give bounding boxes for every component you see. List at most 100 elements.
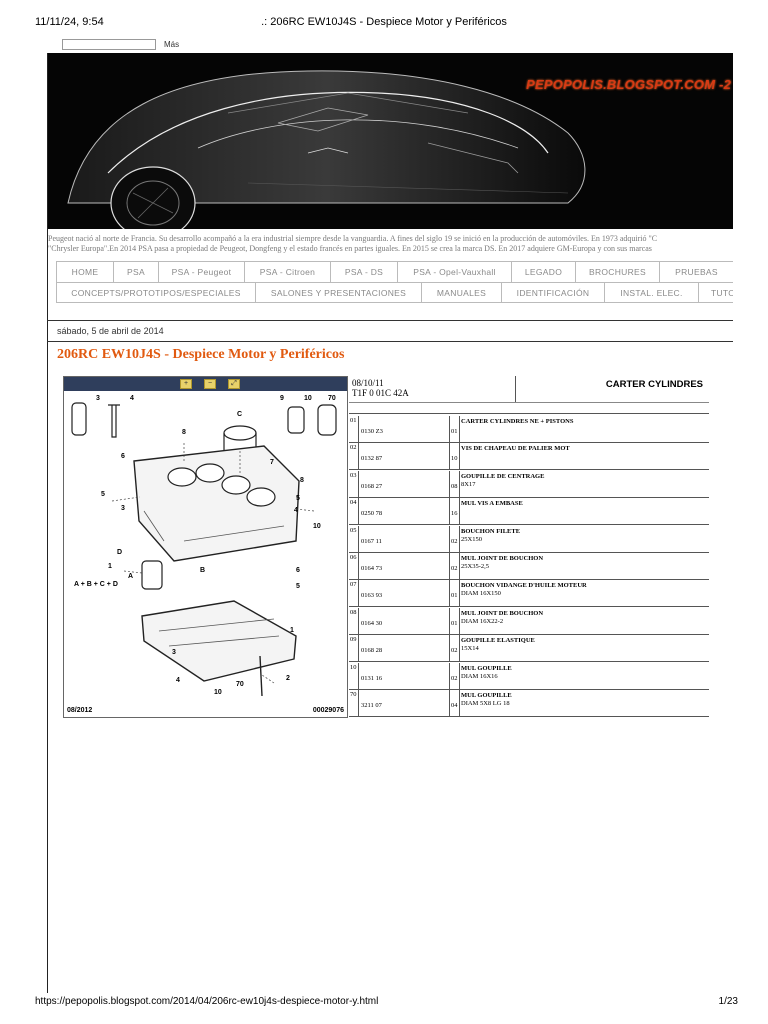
row-quantity: 02 (451, 565, 458, 572)
menu-item-psa[interactable]: PSA (114, 262, 159, 282)
row-part-name: GOUPILLE DE CENTRAGE (461, 472, 545, 480)
column-divider (459, 470, 460, 498)
callout-1a: 1 (108, 563, 112, 570)
row-reference: 0130 Z3 (361, 428, 383, 435)
post-divider (47, 341, 733, 342)
more-link[interactable]: Más (164, 39, 180, 49)
menu-item-salones[interactable]: SALONES Y PRESENTACIONES (256, 283, 422, 302)
menu-item-legado[interactable]: LEGADO (512, 262, 576, 282)
callout-d: D (117, 549, 123, 556)
zoom-out-icon[interactable]: − (204, 379, 216, 389)
row-quantity: 08 (451, 482, 458, 490)
callout-4a: 4 (130, 395, 134, 402)
print-datetime: 11/11/24, 9:54 (35, 16, 104, 28)
column-divider (449, 553, 450, 580)
row-quantity: 01 (451, 592, 458, 600)
menu-item-home[interactable]: HOME (56, 262, 114, 282)
row-reference: 0131 16 (361, 674, 383, 682)
search-input[interactable] (62, 38, 156, 50)
callout-6a: 6 (121, 453, 125, 460)
column-divider (459, 498, 460, 526)
header-divider (515, 376, 516, 402)
page-frame: PEPOPOLIS.BLOGSPOT.COM -2 Peugeot nació … (47, 53, 733, 993)
menu-item-tutoriales[interactable]: TUTO (711, 287, 733, 298)
callout-4c: 4 (176, 677, 180, 684)
column-divider (459, 635, 460, 663)
menu-item-concepts[interactable]: CONCEPTS/PROTOTIPOS/ESPECIALES (56, 283, 256, 302)
row-part-name: MUL JOINT DE BOUCHON (461, 555, 544, 562)
menu-item-psa-citroen[interactable]: PSA - Citroen (245, 262, 331, 282)
callout-5b: 5 (296, 495, 300, 502)
row-index: 04 (349, 498, 359, 526)
callout-b: B (200, 567, 206, 574)
diagram-date: 08/2012 (67, 707, 93, 714)
row-part-detail: DIAM 16X150 (461, 590, 501, 598)
column-divider (449, 416, 450, 443)
menu-item-psa-ds[interactable]: PSA - DS (331, 262, 398, 282)
callout-c: C (237, 411, 243, 418)
row-quantity: 04 (451, 702, 458, 709)
column-divider (449, 443, 450, 471)
column-divider (449, 635, 450, 663)
callout-70b: 70 (236, 681, 244, 688)
row-index: 03 (349, 470, 359, 498)
parts-table-title: CARTER CYLINDRES (605, 379, 703, 390)
callout-3c: 3 (172, 649, 176, 656)
row-reference: 0164 30 (361, 619, 383, 627)
callout-9: 9 (280, 395, 284, 402)
menu-item-brochures[interactable]: BROCHURES (576, 262, 660, 282)
description-line-1: Peugeot nació al norte de Francia. Su de… (48, 234, 658, 243)
row-part-detail: 8X17 (461, 480, 476, 488)
row-quantity: 16 (451, 510, 458, 518)
menu-row-1: HOME PSA PSA - Peugeot PSA - Citroen PSA… (56, 261, 733, 282)
row-quantity: 01 (451, 428, 458, 435)
row-reference: 0167 11 (361, 537, 382, 545)
row-part-name: MUL GOUPILLE (461, 664, 512, 672)
column-divider (449, 607, 450, 635)
zoom-in-icon[interactable]: + (180, 379, 192, 389)
callout-70a: 70 (328, 395, 336, 402)
callout-8a: 8 (182, 429, 186, 436)
row-part-name: GOUPILLE ELASTIQUE (461, 637, 535, 645)
callout-abcd: A + B + C + D (74, 581, 118, 588)
row-part-name: MUL GOUPILLE (461, 692, 512, 699)
column-divider (459, 690, 460, 717)
menu-item-manuales[interactable]: MANUALES (422, 283, 502, 302)
print-header: 11/11/24, 9:54 .: 206RC EW10J4S - Despie… (0, 16, 768, 32)
column-divider (449, 662, 450, 690)
menu-item-psa-opel[interactable]: PSA - Opel-Vauxhall (398, 262, 512, 282)
row-index: 02 (349, 443, 359, 471)
row-quantity: 02 (451, 647, 458, 655)
menu-item-instal-elec[interactable]: INSTAL. ELEC. (605, 283, 699, 302)
menu-item-identificacion[interactable]: IDENTIFICACIÓN (502, 283, 605, 302)
column-divider (459, 416, 460, 443)
print-page-title: .: 206RC EW10J4S - Despiece Motor y Peri… (261, 16, 507, 28)
row-index: 70 (349, 690, 359, 717)
menu-item-psa-peugeot[interactable]: PSA - Peugeot (159, 262, 245, 282)
row-index: 06 (349, 553, 359, 580)
callout-10a: 10 (304, 395, 312, 402)
banner-brand-text: PEPOPOLIS.BLOGSPOT.COM -2 (526, 77, 731, 92)
row-reference: 0250 78 (361, 510, 383, 518)
callout-1b: 1 (290, 627, 294, 634)
callout-5c: 5 (296, 583, 300, 590)
column-divider (459, 553, 460, 580)
row-reference: 3211 07 (361, 702, 382, 709)
row-part-detail: DIAM 5X8 LG 18 (461, 700, 510, 707)
menu-item-pruebas[interactable]: PRUEBAS (675, 267, 718, 277)
callout-10b: 10 (313, 523, 321, 530)
header-banner[interactable]: PEPOPOLIS.BLOGSPOT.COM -2 (48, 53, 733, 229)
parts-catalog-image[interactable]: + − ⤢ (63, 376, 709, 718)
zoom-fit-icon[interactable]: ⤢ (228, 379, 240, 389)
post-title[interactable]: 206RC EW10J4S - Despiece Motor y Perifér… (57, 347, 345, 362)
callout-10c: 10 (214, 689, 222, 696)
row-part-name: MUL JOINT DE BOUCHON (461, 609, 544, 617)
main-menu: HOME PSA PSA - Peugeot PSA - Citroen PSA… (56, 261, 733, 303)
row-part-detail: 25X150 (461, 535, 482, 543)
